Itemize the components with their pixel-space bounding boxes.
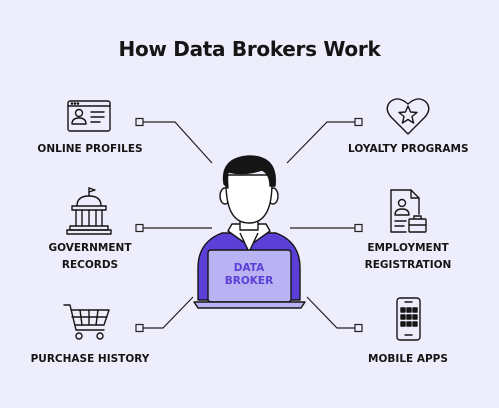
label-mobile-apps: MOBILE APPS — [368, 353, 448, 365]
employment-document-icon — [390, 189, 427, 233]
laptop-screen-text: DATA BROKER — [208, 262, 290, 288]
label-government-records: GOVERNMENT RECORDS — [32, 240, 148, 274]
label-employment-registration: EMPLOYMENT REGISTRATION — [348, 240, 468, 274]
shopping-cart-icon — [63, 304, 110, 340]
label-online-profiles: ONLINE PROFILES — [37, 143, 143, 155]
profile-card-icon — [67, 100, 111, 132]
laptop — [193, 249, 306, 309]
connector-mobile-apps — [306, 296, 355, 329]
label-government-line-2: RECORDS — [61, 259, 119, 271]
screen-line-2: BROKER — [224, 275, 274, 287]
label-loyalty-programs: LOYALTY PROGRAMS — [348, 143, 469, 155]
government-building-icon — [66, 187, 112, 235]
label-purchase-history: PURCHASE HISTORY — [30, 353, 150, 365]
label-employment-line-1: EMPLOYMENT — [367, 242, 449, 254]
label-employment-line-2: REGISTRATION — [364, 259, 452, 271]
connector-purchase-history — [143, 296, 194, 329]
heart-star-icon — [386, 98, 430, 135]
page-title: How Data Brokers Work — [118, 37, 381, 61]
screen-line-1: DATA — [233, 262, 265, 274]
connector-loyalty-programs — [286, 121, 355, 164]
mobile-phone-icon — [396, 297, 421, 341]
connector-online-profiles — [143, 121, 213, 164]
label-government-line-1: GOVERNMENT — [48, 242, 132, 254]
